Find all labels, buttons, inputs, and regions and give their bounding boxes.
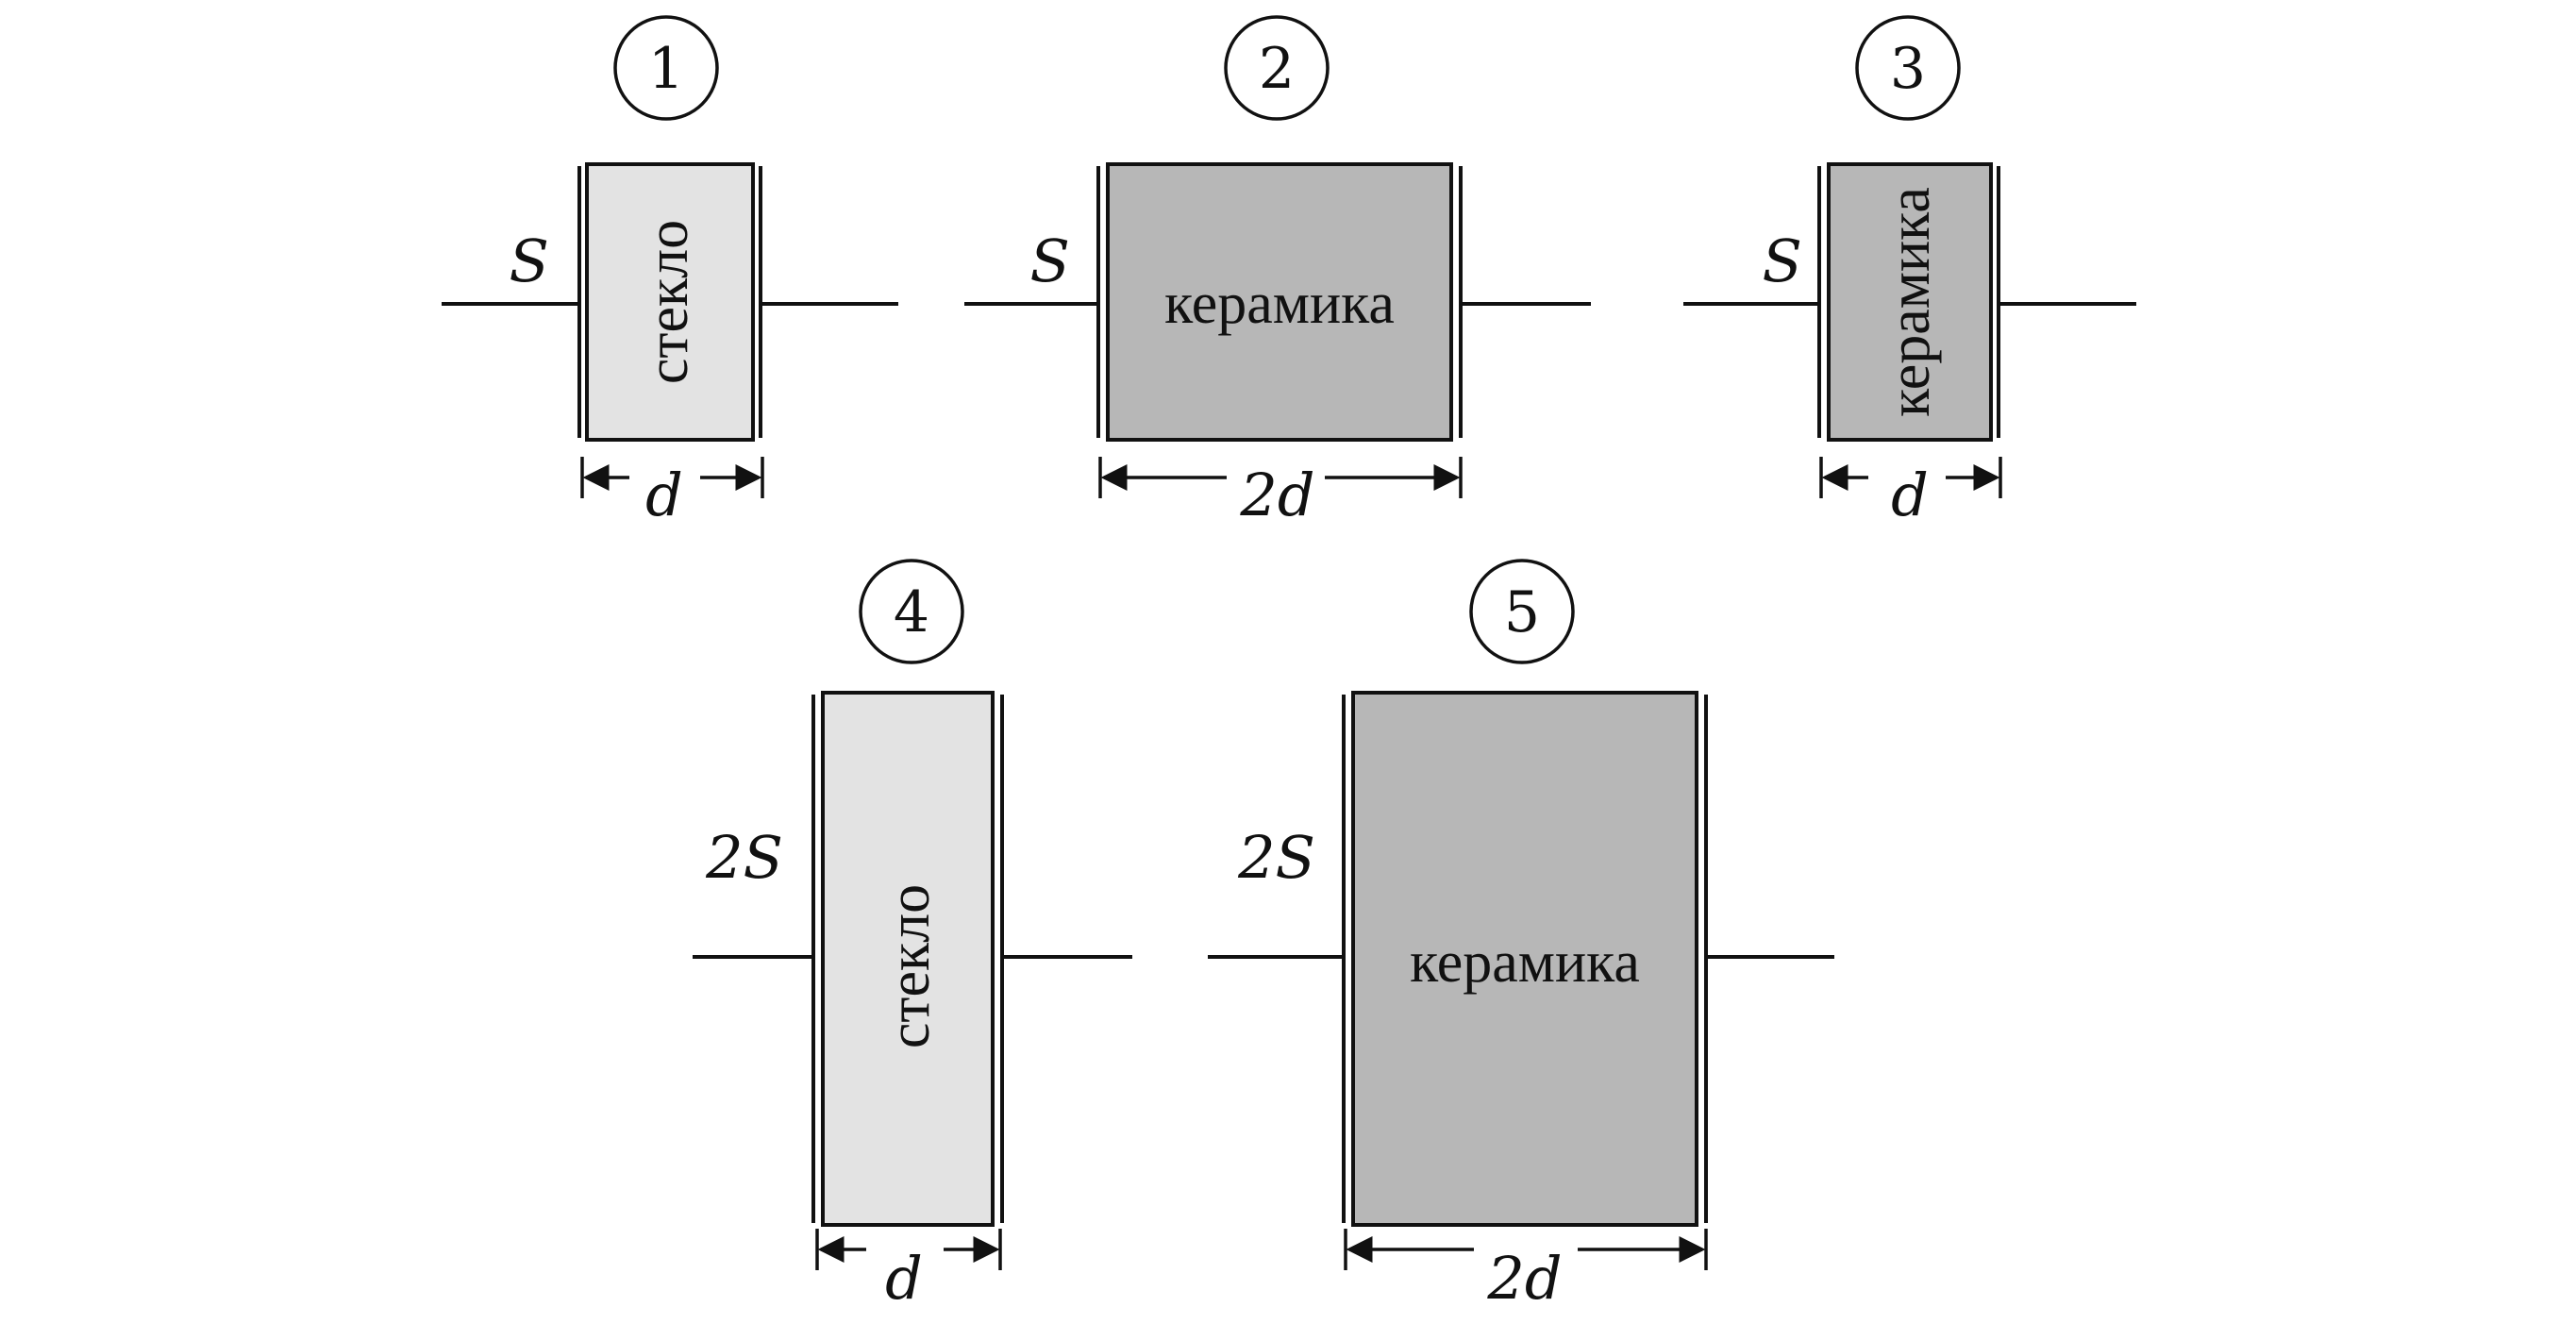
number-circle-5 — [1469, 559, 1575, 664]
number-circle-3 — [1855, 15, 1961, 121]
dielectric-4 — [821, 691, 995, 1227]
thickness-label-1: d — [645, 461, 683, 529]
material-label-3: керамика — [1878, 187, 1942, 417]
capacitor-5: 5 2S керамика 2d — [1208, 559, 1834, 1313]
area-label-1: S — [510, 226, 549, 295]
number-circle-4 — [859, 559, 964, 664]
material-label-5: керамика — [1410, 930, 1640, 995]
dielectric-1 — [585, 162, 755, 442]
capacitor-number-1: 1 — [648, 36, 684, 102]
dielectric-2 — [1106, 162, 1453, 442]
capacitor-4: 4 2S стекло d — [693, 559, 1132, 1313]
number-circle-1 — [613, 15, 719, 121]
capacitor-3: 3 S керамика d — [1683, 15, 2136, 529]
capacitor-number-3: 3 — [1890, 36, 1926, 102]
capacitor-number-4: 4 — [894, 579, 929, 645]
capacitor-1: 1 S стекло d — [442, 15, 898, 529]
material-label-2: керамика — [1164, 272, 1395, 336]
number-circle-2 — [1224, 15, 1330, 121]
dielectric-5 — [1351, 691, 1698, 1227]
capacitor-2: 2 S керамика 2d — [964, 15, 1591, 529]
capacitor-number-2: 2 — [1259, 36, 1295, 102]
thickness-label-2: 2d — [1239, 461, 1314, 529]
thickness-label-5: 2d — [1486, 1244, 1562, 1313]
material-label-1: стекло — [636, 220, 700, 384]
material-label-4: стекло — [878, 884, 942, 1048]
thickness-label-4: d — [885, 1244, 923, 1313]
capacitor-number-5: 5 — [1504, 579, 1540, 645]
area-label-2: S — [1030, 226, 1070, 295]
dielectric-3 — [1827, 162, 1993, 442]
area-label-5: 2S — [1237, 823, 1315, 892]
area-label-4: 2S — [705, 823, 783, 892]
area-label-3: S — [1763, 226, 1802, 295]
thickness-label-3: d — [1891, 461, 1929, 529]
